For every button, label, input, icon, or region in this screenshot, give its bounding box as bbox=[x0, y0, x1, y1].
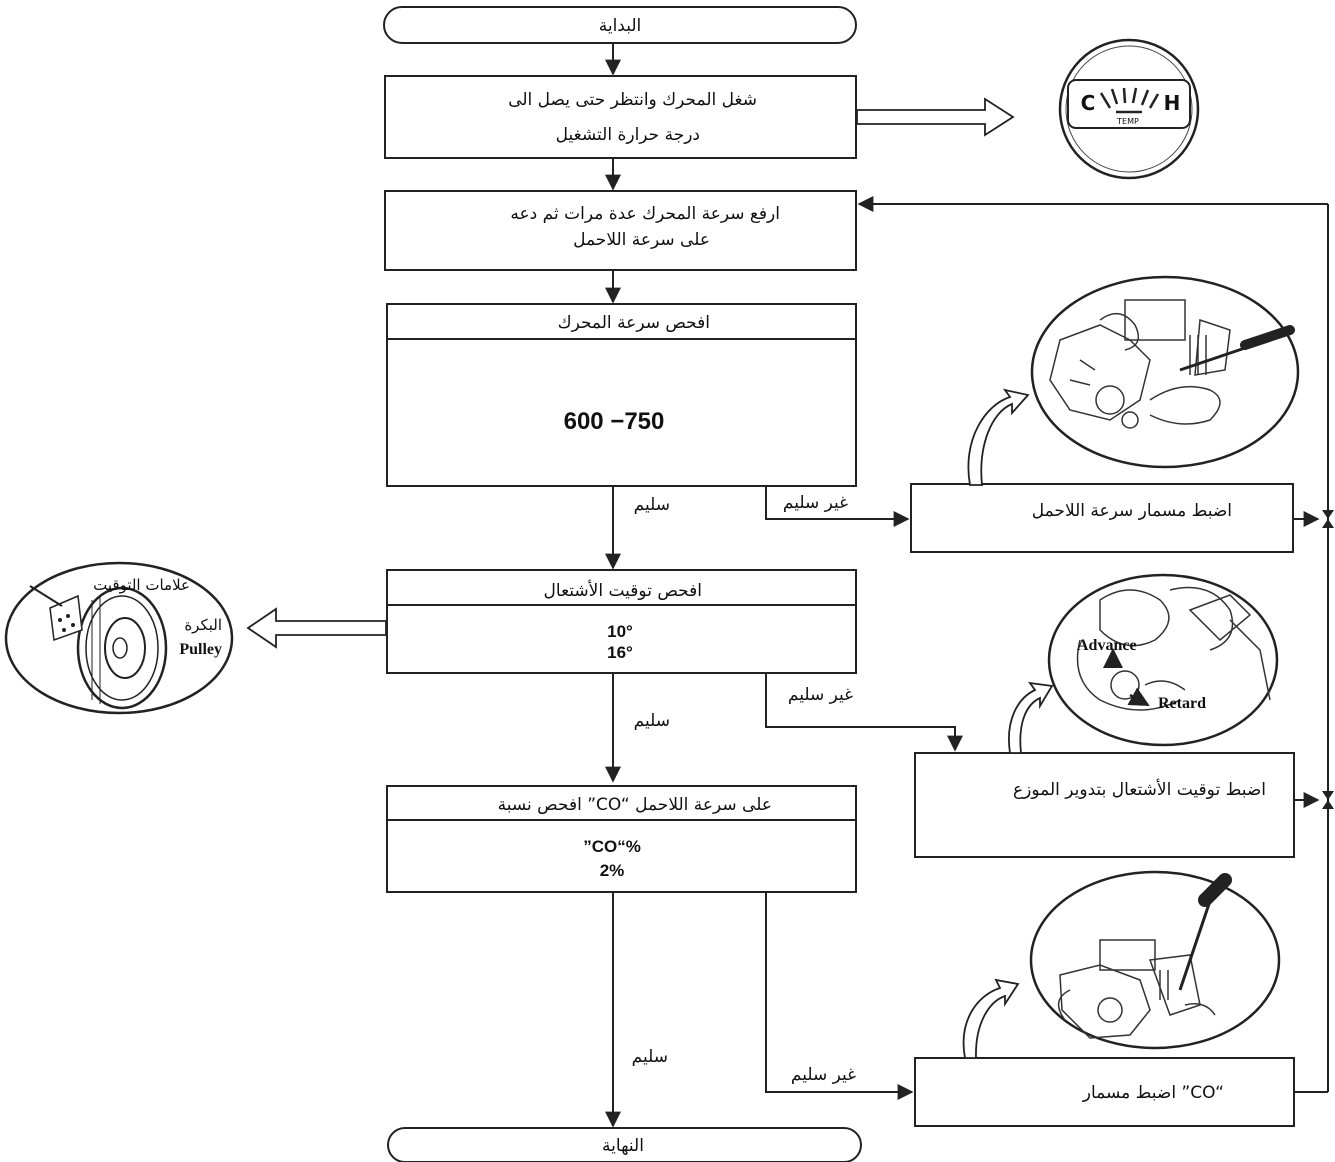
timing-marks-label: علامات التوقيت bbox=[93, 576, 190, 594]
check-co-step: افحص نسبة ”CO“ على سرعة اللاحمل ”CO“% 2% bbox=[386, 785, 857, 893]
arrow-speed-not-ok bbox=[765, 486, 910, 527]
arrow-to-gauge bbox=[856, 97, 1015, 137]
warmup-step: شغل المحرك وانتظر حتى يصل الى درجة حرارة… bbox=[384, 75, 857, 159]
adjust-idle-action: اضبط مسمار سرعة اللاحمل bbox=[910, 483, 1294, 553]
co-value-2: 2% bbox=[600, 861, 625, 880]
curved-arrow-to-carb bbox=[967, 388, 1030, 486]
warmup-line1: شغل المحرك وانتظر حتى يصل الى bbox=[508, 90, 757, 110]
check-speed-step: افحص سرعة المحرك 600 −750 bbox=[386, 303, 857, 487]
check-co-title: افحص نسبة ”CO“ على سرعة اللاحمل bbox=[498, 795, 772, 815]
temperature-gauge-icon: C H TEMP bbox=[1058, 38, 1200, 180]
adjust-timing-action: اضبط توقيت الأشتعال بتدوير الموزع bbox=[914, 752, 1295, 858]
carburetor-co-screw-image bbox=[1029, 870, 1281, 1050]
timing-value-1: 10° bbox=[607, 622, 633, 641]
return-junction-1 bbox=[1322, 510, 1334, 528]
co-not-ok-label: غير سليم bbox=[791, 1065, 856, 1085]
check-timing-step: افحص توقيت الأشتعال 10° 16° bbox=[386, 569, 857, 674]
arrow-co-not-ok bbox=[765, 892, 914, 1100]
timing-ok-label: سليم bbox=[634, 711, 670, 731]
return-junction-2 bbox=[1322, 791, 1334, 809]
arrow-timing-not-ok bbox=[765, 673, 963, 752]
gauge-ticks-icon bbox=[1099, 87, 1160, 114]
pulley-arabic-label: البكرة bbox=[184, 616, 222, 634]
adjust-idle-label: اضبط مسمار سرعة اللاحمل bbox=[1032, 501, 1232, 521]
end-terminal: النهاية bbox=[387, 1127, 862, 1162]
co-value-1: ”CO“% bbox=[583, 837, 641, 856]
speed-ok-label: سليم bbox=[634, 495, 670, 515]
timing-value-2: 16° bbox=[607, 643, 633, 662]
rev-line1: ارفع سرعة المحرك عدة مرات ثم دعه bbox=[510, 204, 780, 224]
rev-engine-step: ارفع سرعة المحرك عدة مرات ثم دعه على سرع… bbox=[384, 190, 857, 271]
adjust-timing-label: اضبط توقيت الأشتعال بتدوير الموزع bbox=[1013, 779, 1266, 800]
pulley-timing-marks-image: علامات التوقيت البكرة Pulley bbox=[4, 561, 234, 715]
check-speed-title: افحص سرعة المحرك bbox=[558, 313, 710, 333]
advance-label: Advance bbox=[1077, 637, 1137, 654]
gauge-temp-label: TEMP bbox=[1116, 117, 1139, 126]
warmup-line2: درجة حرارة التشغيل bbox=[556, 125, 700, 145]
check-timing-title: افحص توقيت الأشتعال bbox=[544, 580, 702, 601]
carburetor-idle-screw-image bbox=[1030, 275, 1300, 469]
distributor-advance-retard-image: Advance Retard bbox=[1047, 573, 1279, 747]
gauge-cold-label: C bbox=[1081, 91, 1096, 115]
start-label: البداية bbox=[599, 16, 642, 36]
gauge-hot-label: H bbox=[1164, 91, 1181, 115]
arrow-to-pulley bbox=[246, 607, 387, 649]
rev-line2: على سرعة اللاحمل bbox=[573, 230, 710, 250]
curved-arrow-to-distributor bbox=[1008, 681, 1054, 754]
co-ok-label: سليم bbox=[632, 1047, 668, 1067]
pulley-english-label: Pulley bbox=[179, 641, 222, 658]
start-terminal: البداية bbox=[383, 6, 857, 44]
timing-plate-icon bbox=[49, 594, 83, 642]
adjust-co-label: اضبط مسمار ”CO“ bbox=[1082, 1083, 1224, 1103]
idle-speed-value: 600 −750 bbox=[564, 408, 665, 435]
end-label: النهاية bbox=[602, 1136, 644, 1156]
speed-not-ok-label: غير سليم bbox=[783, 493, 848, 513]
timing-not-ok-label: غير سليم bbox=[788, 685, 853, 705]
adjust-co-action: اضبط مسمار ”CO“ bbox=[914, 1057, 1295, 1127]
curved-arrow-to-co-carb bbox=[962, 978, 1020, 1059]
retard-label: Retard bbox=[1158, 695, 1206, 712]
